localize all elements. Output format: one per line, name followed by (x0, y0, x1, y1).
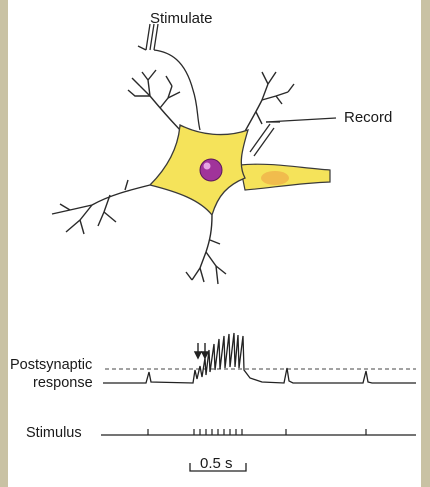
figure-frame (8, 0, 421, 487)
scale-bar (189, 463, 247, 472)
postsynaptic-trace (103, 332, 416, 384)
nucleus-highlight (203, 162, 211, 170)
response-label: response (33, 375, 93, 391)
stimulus-label: Stimulus (26, 425, 82, 441)
stimulating-electrode (137, 23, 201, 131)
cell-body (148, 123, 249, 217)
postsynaptic-label: Postsynaptic (10, 357, 93, 373)
stimulate-label: Stimulate (150, 10, 213, 27)
nucleus (199, 158, 223, 182)
response-waveform (103, 332, 416, 384)
scale-bar-label: 0.5 s (200, 455, 233, 472)
stimulus-trace (101, 429, 416, 436)
recording-electrode (249, 117, 337, 157)
record-label: Record (344, 109, 393, 126)
recording-site (261, 171, 289, 185)
stimulus-arrows (193, 343, 210, 360)
